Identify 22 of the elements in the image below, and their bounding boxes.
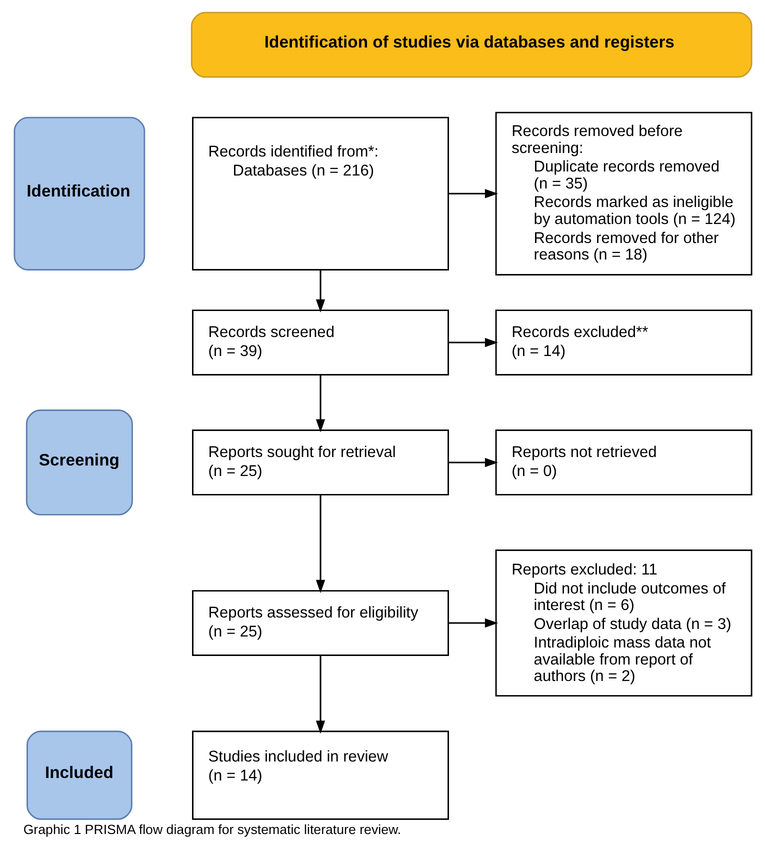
arrow [448, 458, 498, 468]
arrow [315, 270, 325, 312]
arrow [448, 189, 498, 198]
node-box: Identification [13, 116, 145, 270]
node-box: Included [26, 730, 132, 820]
node-box: Records identified from*: Databases (n = 216) [192, 116, 448, 270]
node-box: Reports excluded: 11 Did not include outcomes of interest (n = 6) Overlap of study data (n = 3) Intradiploic mass data not available from report of authors (n = 2) [494, 550, 752, 697]
arrow [315, 656, 325, 734]
node-box: Studies included in review (n = 14) [192, 730, 448, 820]
node-box: Reports assessed for eligibility (n = 25) [192, 590, 448, 656]
node-box: Identification of studies via databases and registers [190, 12, 752, 78]
arrow [315, 374, 325, 432]
arrow [315, 494, 325, 594]
node-box: Screening [25, 410, 132, 516]
arrow [448, 338, 498, 348]
node-box: Records removed before screening: Duplicate records removed (n = 35) Records marked as ineligible by automation tools (n = 124) Records removed for other reasons (n = 18) [494, 112, 752, 276]
node-box: Reports not retrieved (n = 0) [494, 430, 752, 496]
arrow [448, 618, 498, 628]
caption: Graphic 1 PRISMA flow diagram for systematic literature review. [22, 822, 401, 838]
node-box: Records screened (n = 39) [192, 310, 448, 376]
node-box: Reports sought for retrieval (n = 25) [192, 430, 448, 496]
node-box: Records excluded** (n = 14) [494, 310, 752, 376]
